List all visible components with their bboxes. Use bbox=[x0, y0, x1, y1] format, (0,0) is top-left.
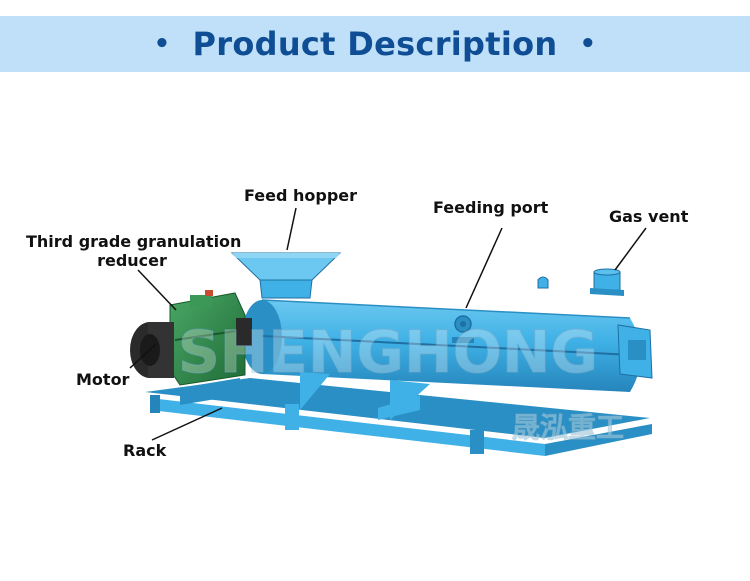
bullet-left: • bbox=[153, 29, 171, 59]
leader-reducer bbox=[137, 269, 177, 311]
banner-title-group: • Product Description • bbox=[154, 25, 597, 63]
end-bearing-housing bbox=[617, 324, 653, 379]
motor bbox=[130, 322, 174, 378]
leader-motor bbox=[129, 343, 157, 369]
feed-hopper bbox=[230, 252, 342, 299]
watermark-chinese: 晟泓重工 bbox=[512, 411, 624, 444]
reducer-gearbox bbox=[169, 290, 252, 386]
label-gas-vent: Gas vent bbox=[609, 207, 689, 226]
bullet-right: • bbox=[579, 29, 597, 59]
label-reducer-line1: Third grade granulation bbox=[26, 232, 242, 251]
label-feeding-port: Feeding port bbox=[433, 198, 549, 217]
label-reducer: Third grade granulation reducer bbox=[26, 232, 242, 270]
label-reducer-line2: reducer bbox=[97, 251, 167, 270]
label-feed-hopper: Feed hopper bbox=[244, 186, 358, 205]
support-leg-mid bbox=[390, 380, 430, 420]
page-title: Product Description bbox=[192, 25, 558, 63]
leader-rack bbox=[151, 407, 223, 441]
watermark-latin: SHENGHONG bbox=[178, 318, 598, 386]
leader-feeding-port bbox=[465, 227, 503, 309]
label-motor: Motor bbox=[76, 370, 130, 389]
support-leg-left bbox=[300, 372, 330, 410]
label-rack: Rack bbox=[123, 441, 167, 460]
gas-vent-pipe bbox=[590, 268, 624, 296]
leader-gas-vent bbox=[614, 227, 647, 271]
leader-feed-hopper bbox=[286, 207, 297, 251]
title-banner: • Product Description • bbox=[0, 16, 750, 72]
lifting-lug bbox=[537, 276, 549, 289]
feeding-port-hatch bbox=[452, 315, 474, 343]
leader-lines bbox=[129, 207, 647, 441]
